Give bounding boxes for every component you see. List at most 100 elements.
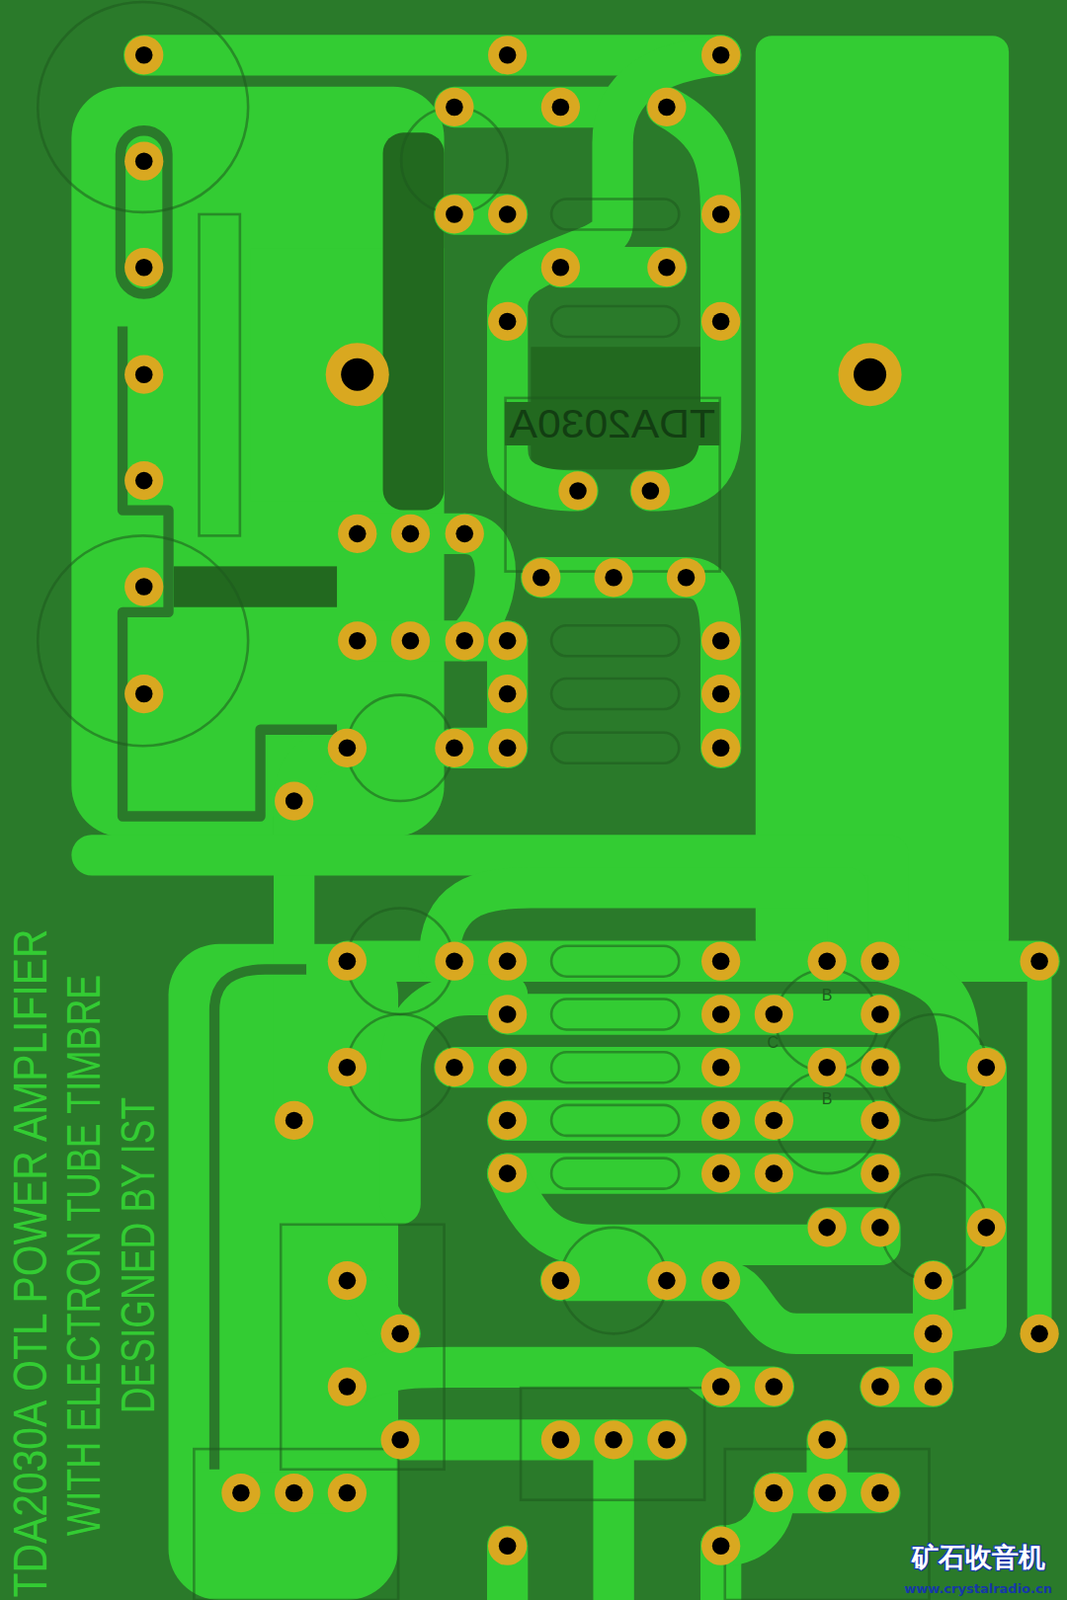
drill-hole bbox=[818, 1484, 836, 1503]
drill-hole bbox=[642, 482, 660, 500]
solder-pad bbox=[488, 994, 527, 1034]
solder-pad bbox=[328, 1261, 367, 1301]
drill-hole bbox=[498, 632, 517, 651]
solder-pad bbox=[274, 1474, 314, 1513]
solder-pad bbox=[445, 514, 485, 554]
solder-pad bbox=[521, 558, 561, 597]
solder-pad bbox=[860, 1367, 900, 1406]
solder-pad bbox=[807, 1048, 846, 1087]
solder-pad bbox=[541, 87, 580, 127]
drill-hole bbox=[552, 1431, 571, 1450]
drill-hole bbox=[604, 569, 623, 587]
solder-pad bbox=[488, 674, 527, 714]
drill-hole bbox=[135, 365, 154, 384]
solder-pad bbox=[434, 194, 474, 234]
solder-pad bbox=[701, 674, 740, 714]
solder-pad bbox=[593, 1420, 633, 1460]
solder-pad bbox=[860, 994, 900, 1034]
solder-pad bbox=[913, 1314, 953, 1354]
solder-pad bbox=[541, 1261, 580, 1301]
solder-pad bbox=[488, 302, 527, 341]
solder-pad bbox=[701, 302, 740, 341]
solder-pad bbox=[701, 1101, 740, 1141]
drill-hole bbox=[445, 1059, 464, 1077]
drill-hole bbox=[978, 1059, 996, 1077]
drill-hole bbox=[498, 1164, 517, 1183]
solder-pad bbox=[860, 1154, 900, 1194]
drill-hole bbox=[871, 1112, 890, 1131]
drill-hole bbox=[498, 313, 517, 331]
drill-hole bbox=[712, 205, 731, 224]
drill-hole bbox=[135, 472, 154, 491]
drill-hole bbox=[712, 46, 731, 65]
solder-pad bbox=[488, 1048, 527, 1087]
drill-hole bbox=[498, 739, 517, 758]
pin-letter: C bbox=[767, 1035, 780, 1052]
drill-hole bbox=[712, 1378, 731, 1396]
drill-hole bbox=[765, 1378, 784, 1396]
drill-hole bbox=[1030, 1325, 1049, 1344]
solder-pad bbox=[807, 1208, 846, 1247]
drill-hole bbox=[712, 952, 731, 971]
drill-hole bbox=[135, 258, 154, 277]
solder-pad bbox=[328, 942, 367, 982]
drill-hole bbox=[445, 98, 464, 117]
mounting-hole bbox=[853, 358, 887, 392]
drill-hole bbox=[765, 1484, 784, 1503]
drill-hole bbox=[1030, 952, 1049, 971]
silkscreen-outlines bbox=[37, 1, 987, 1600]
drill-hole bbox=[338, 1378, 357, 1396]
drill-hole bbox=[445, 739, 464, 758]
solder-pad bbox=[541, 1420, 580, 1460]
drill-hole bbox=[677, 569, 696, 587]
solder-pad bbox=[1019, 1314, 1059, 1354]
solder-pad bbox=[701, 1154, 740, 1194]
solder-pad bbox=[391, 514, 430, 554]
solder-pad bbox=[754, 994, 794, 1034]
drill-hole bbox=[712, 1005, 731, 1024]
drill-hole bbox=[338, 1272, 357, 1291]
mounting-hole bbox=[340, 358, 374, 392]
drill-hole bbox=[712, 313, 731, 331]
solder-pad bbox=[647, 1420, 686, 1460]
drill-hole bbox=[498, 1005, 517, 1024]
solder-pad bbox=[701, 1048, 740, 1087]
solder-pad bbox=[807, 1474, 846, 1513]
drill-hole bbox=[348, 632, 367, 651]
solder-pad bbox=[913, 1261, 953, 1301]
drill-hole bbox=[712, 1164, 731, 1183]
solder-pad bbox=[445, 621, 485, 660]
pad-layer bbox=[124, 35, 1060, 1566]
drill-hole bbox=[657, 258, 676, 277]
solder-pad bbox=[328, 1367, 367, 1406]
solder-pad bbox=[807, 1420, 846, 1460]
solder-pad bbox=[124, 247, 164, 287]
drill-hole bbox=[712, 1059, 731, 1077]
solder-pad bbox=[488, 35, 527, 75]
solder-pad bbox=[124, 674, 164, 714]
drill-hole bbox=[455, 525, 474, 544]
solder-pad bbox=[328, 1474, 367, 1513]
solder-pad bbox=[701, 942, 740, 982]
drill-hole bbox=[657, 1272, 676, 1291]
pin-letter: B bbox=[821, 1091, 833, 1108]
solder-pad bbox=[541, 247, 580, 287]
drill-hole bbox=[532, 569, 551, 587]
solder-pad bbox=[860, 1048, 900, 1087]
drill-hole bbox=[498, 205, 517, 224]
solder-pad bbox=[593, 558, 633, 597]
drill-hole bbox=[552, 258, 571, 277]
drill-hole bbox=[445, 205, 464, 224]
solder-pad bbox=[380, 1314, 419, 1354]
drill-hole bbox=[285, 1484, 304, 1503]
drill-hole bbox=[135, 152, 154, 170]
solder-pad bbox=[754, 1154, 794, 1194]
solder-pad bbox=[631, 471, 670, 510]
watermark-url: www.crystalradio.cn bbox=[903, 1582, 1053, 1596]
solder-pad bbox=[124, 567, 164, 606]
solder-pad bbox=[701, 1527, 740, 1566]
solder-pad bbox=[701, 35, 740, 75]
drill-hole bbox=[712, 1272, 731, 1291]
solder-pad bbox=[328, 729, 367, 768]
